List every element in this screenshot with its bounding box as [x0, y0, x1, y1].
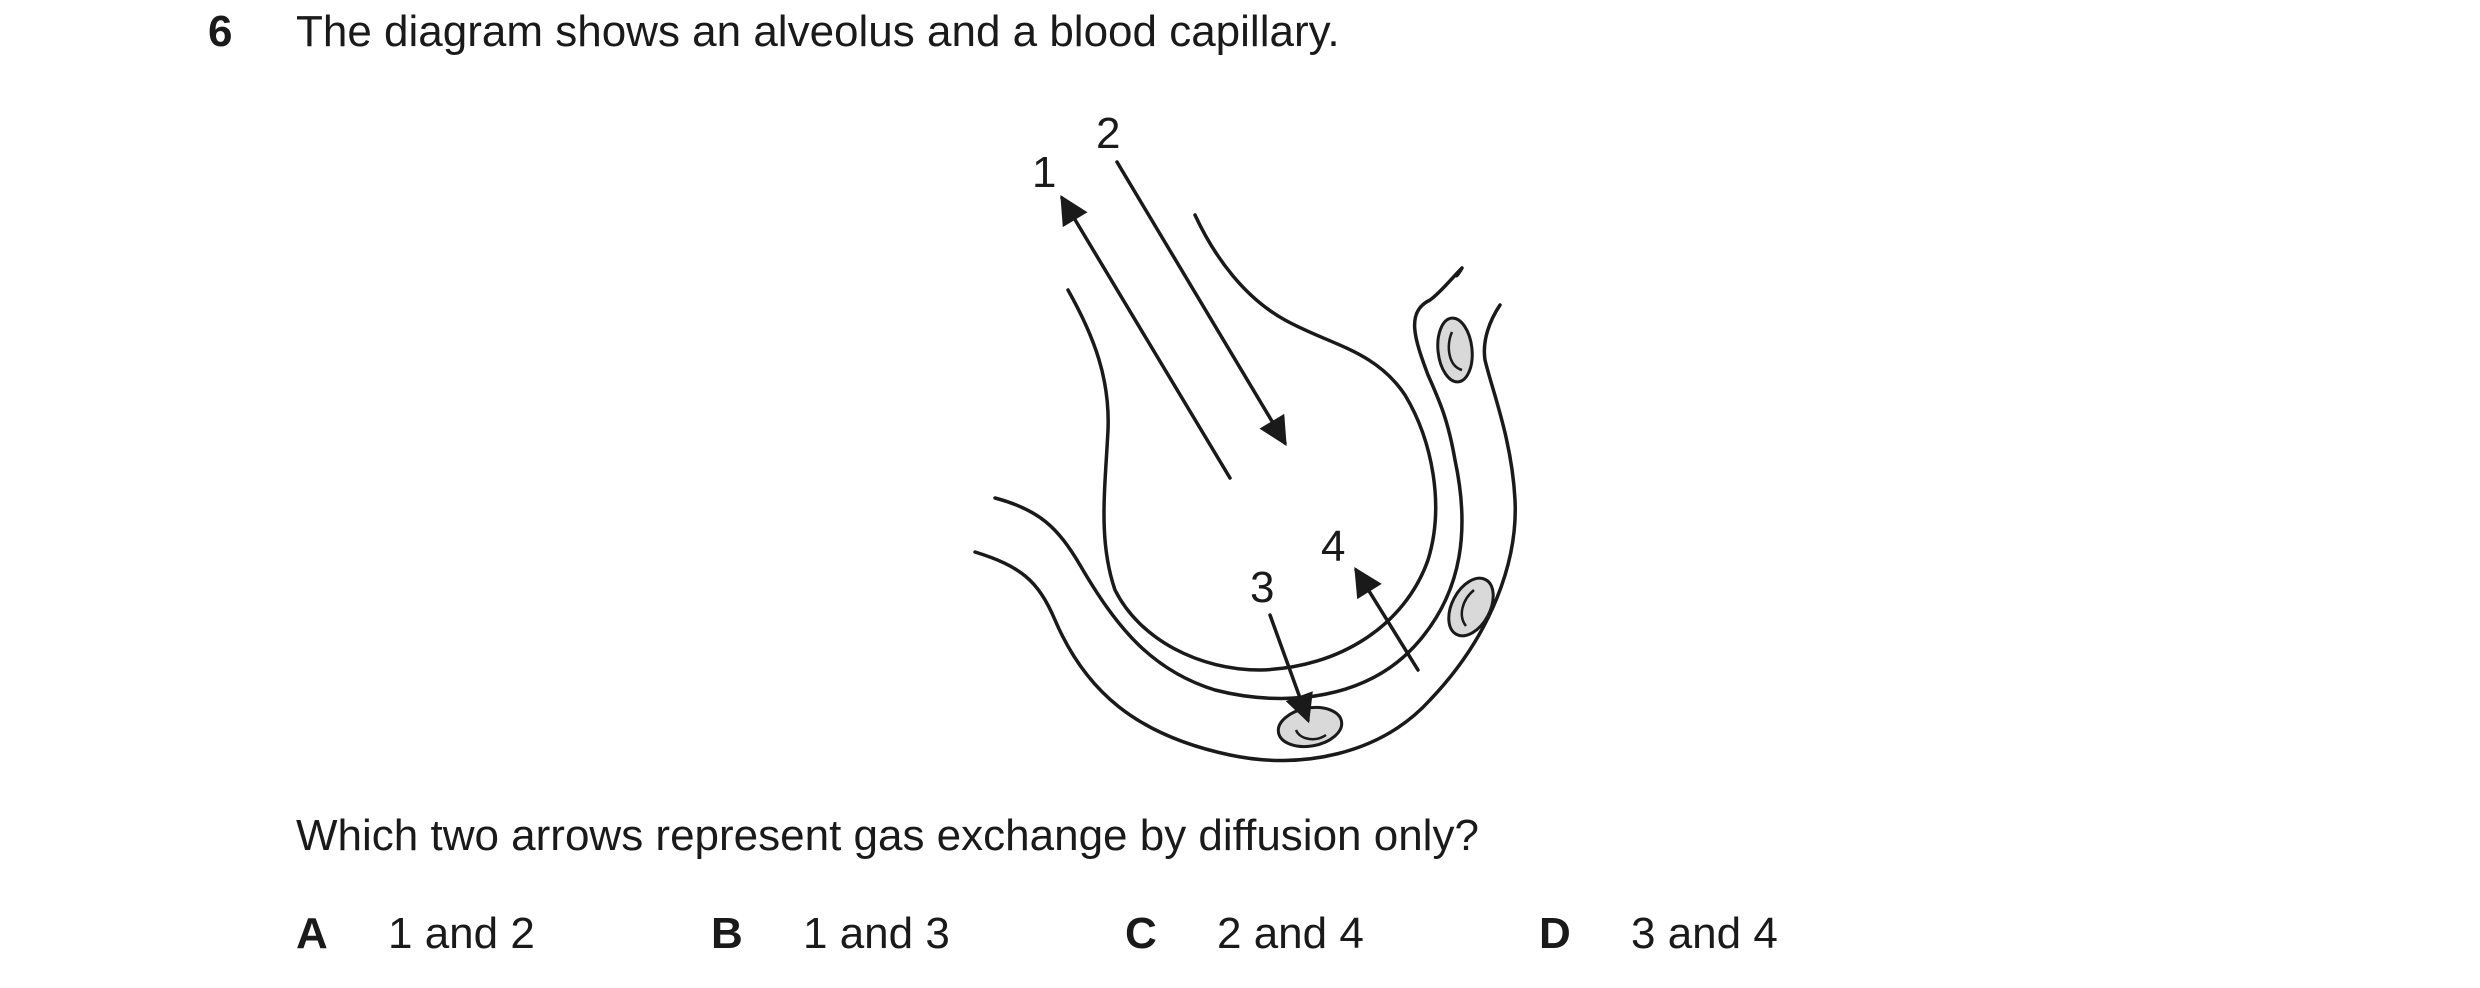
arrow-3 [1268, 613, 1313, 724]
option-b-letter: B [711, 909, 743, 958]
option-a[interactable]: A 1 and 2 [296, 908, 656, 968]
question-prompt: Which two arrows represent gas exchange … [296, 811, 1479, 860]
option-d[interactable]: D 3 and 4 [1539, 908, 1899, 968]
option-b[interactable]: B 1 and 3 [711, 908, 1071, 968]
arrow-1 [1060, 195, 1232, 480]
option-a-text: 1 and 2 [388, 909, 535, 958]
arrow-label-4: 4 [1321, 522, 1345, 571]
answer-options: A 1 and 2 B 1 and 3 C 2 and 4 D 3 and 4 [0, 908, 2480, 968]
question-number: 6 [208, 7, 233, 56]
capillary-outer-wall [973, 303, 1517, 763]
red-blood-cell-top [1436, 316, 1474, 384]
option-b-text: 1 and 3 [803, 909, 950, 958]
capillary-inner-wall [993, 266, 1464, 701]
option-c[interactable]: C 2 and 4 [1125, 908, 1485, 968]
red-blood-cell-middle [1447, 576, 1495, 638]
red-blood-cells [1276, 316, 1495, 749]
question-stem: The diagram shows an alveolus and a bloo… [296, 7, 1340, 56]
option-d-letter: D [1539, 909, 1571, 958]
red-blood-cell-bottom [1276, 705, 1344, 749]
option-a-letter: A [296, 909, 328, 958]
option-c-text: 2 and 4 [1217, 909, 1364, 958]
alveolus-wall [1066, 213, 1438, 672]
arrow-2 [1115, 160, 1287, 446]
arrow-4 [1354, 567, 1420, 672]
option-c-letter: C [1125, 909, 1157, 958]
arrow-label-1: 1 [1032, 148, 1056, 197]
arrow-label-3: 3 [1250, 563, 1274, 612]
option-d-text: 3 and 4 [1631, 909, 1778, 958]
arrow-label-2: 2 [1096, 109, 1120, 158]
